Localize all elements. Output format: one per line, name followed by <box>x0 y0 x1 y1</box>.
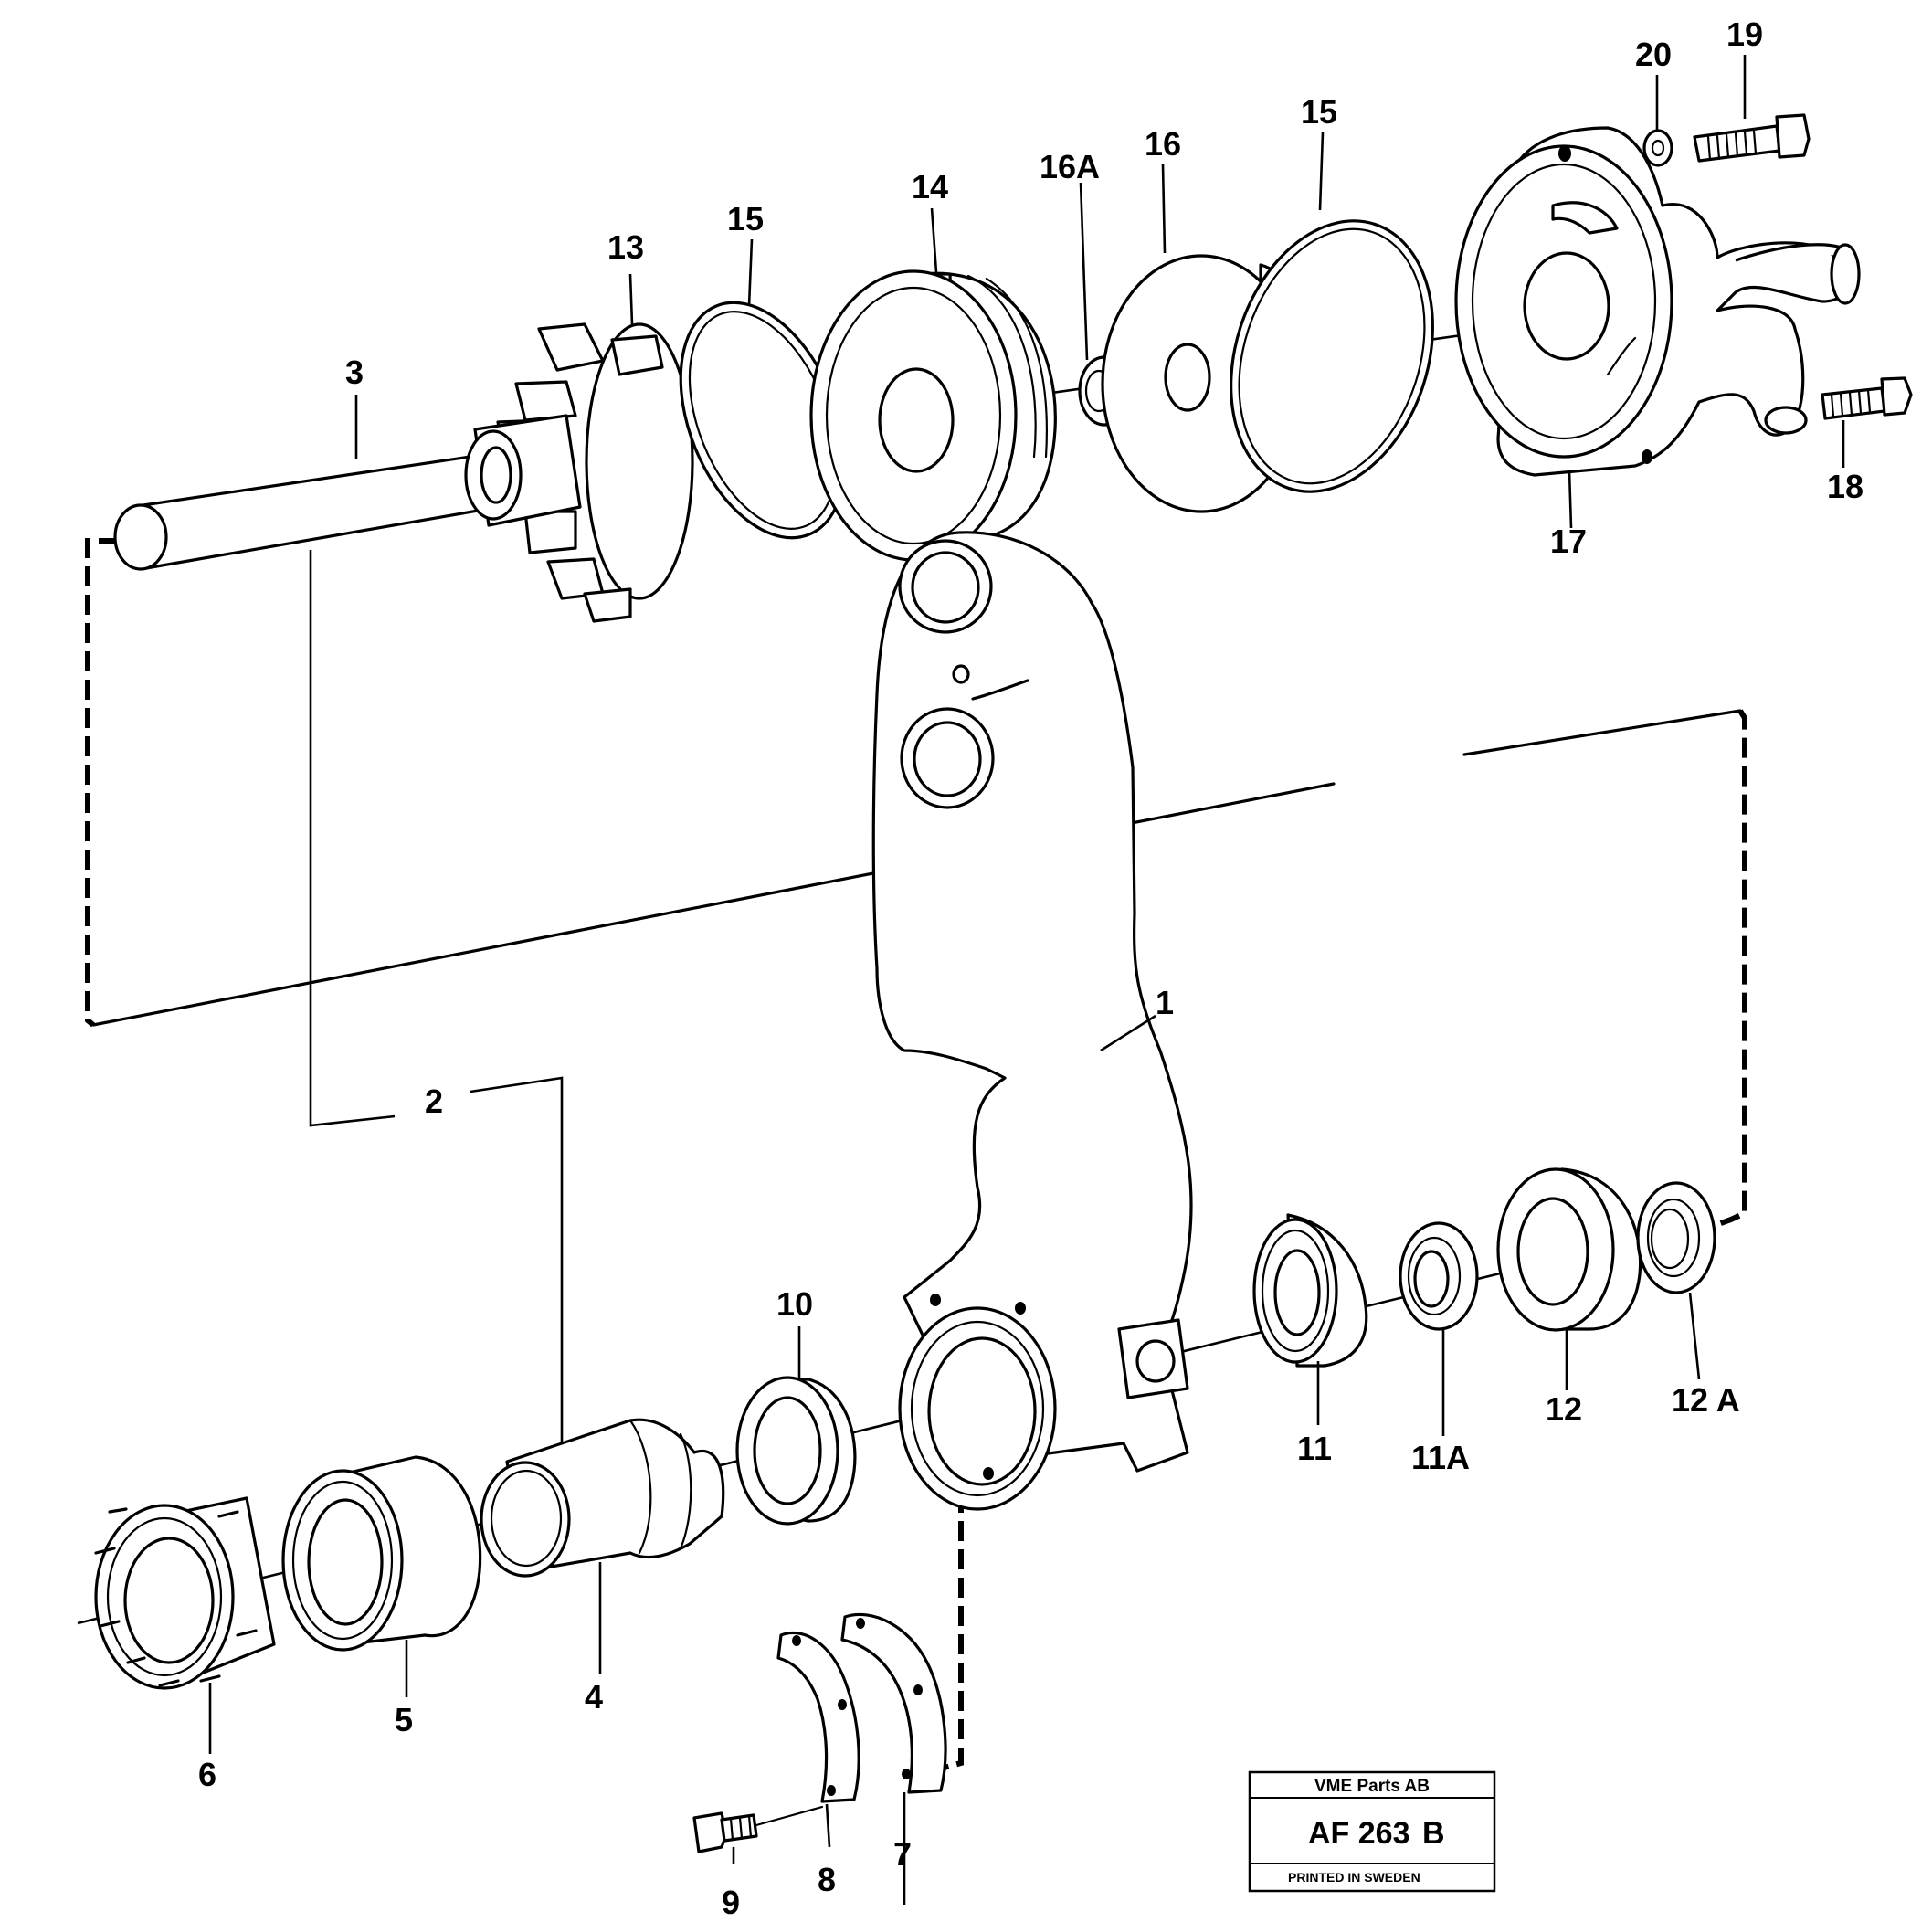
label-part-18: 18 <box>1827 468 1863 505</box>
title-block-note: PRINTED IN SWEDEN <box>1288 1870 1420 1885</box>
o-ring-part-15-right <box>1230 219 1434 493</box>
label-part-4: 4 <box>585 1678 603 1716</box>
label-part-10: 10 <box>776 1285 813 1323</box>
shaft-part-3 <box>113 449 527 571</box>
title-block-company: VME Parts AB <box>1314 1777 1430 1796</box>
label-part-8: 8 <box>818 1861 836 1898</box>
label-part-15-right: 15 <box>1301 93 1337 131</box>
ring-part-11a <box>1399 1221 1479 1331</box>
pump-cover-part-17 <box>1454 126 1861 477</box>
half-shell-part-7 <box>840 1612 947 1794</box>
bolt-part-9 <box>692 1805 824 1853</box>
bearing-part-5 <box>281 1455 482 1652</box>
part-labels: 1 2 3 4 5 6 7 8 9 10 11 11A 12 12 A 13 1… <box>198 16 1863 1921</box>
title-block-revision: B <box>1422 1816 1445 1851</box>
label-part-20: 20 <box>1635 36 1672 73</box>
impeller-part-13 <box>464 322 694 623</box>
label-part-11a: 11A <box>1411 1439 1470 1476</box>
label-part-15-left: 15 <box>727 200 764 238</box>
label-part-9: 9 <box>722 1884 740 1921</box>
label-part-16: 16 <box>1145 125 1181 163</box>
gear-part-6 <box>94 1496 276 1690</box>
label-part-5: 5 <box>395 1701 413 1738</box>
label-part-17: 17 <box>1550 523 1587 560</box>
ring-part-12a <box>1636 1181 1716 1294</box>
washer-part-20 <box>1642 129 1673 167</box>
half-shell-part-8 <box>776 1631 860 1803</box>
title-block: VME Parts AB AF 263 B PRINTED IN SWEDEN <box>1248 1770 1496 1893</box>
label-part-2: 2 <box>425 1082 443 1120</box>
leader-lines <box>208 55 1845 1905</box>
label-part-13: 13 <box>607 228 644 266</box>
bolt-part-18 <box>1821 376 1913 420</box>
label-part-12: 12 <box>1546 1390 1582 1428</box>
seal-part-12 <box>1496 1167 1642 1332</box>
label-part-19: 19 <box>1726 16 1763 53</box>
label-part-12a: 12 A <box>1672 1381 1740 1419</box>
housing-part-1 <box>871 531 1193 1511</box>
bearing-part-11 <box>1252 1213 1368 1368</box>
seal-part-10 <box>735 1376 857 1526</box>
label-part-3: 3 <box>345 354 364 391</box>
bolt-part-19 <box>1693 113 1811 163</box>
label-part-7: 7 <box>893 1835 912 1873</box>
bushing-part-4 <box>480 1418 725 1578</box>
label-part-11: 11 <box>1297 1430 1332 1467</box>
label-part-1: 1 <box>1156 984 1174 1021</box>
seal-housing-part-14 <box>809 269 1057 562</box>
label-part-14: 14 <box>912 168 948 206</box>
label-part-6: 6 <box>198 1756 216 1793</box>
label-part-16a: 16A <box>1040 148 1100 185</box>
title-block-code: AF 263 <box>1308 1816 1410 1851</box>
